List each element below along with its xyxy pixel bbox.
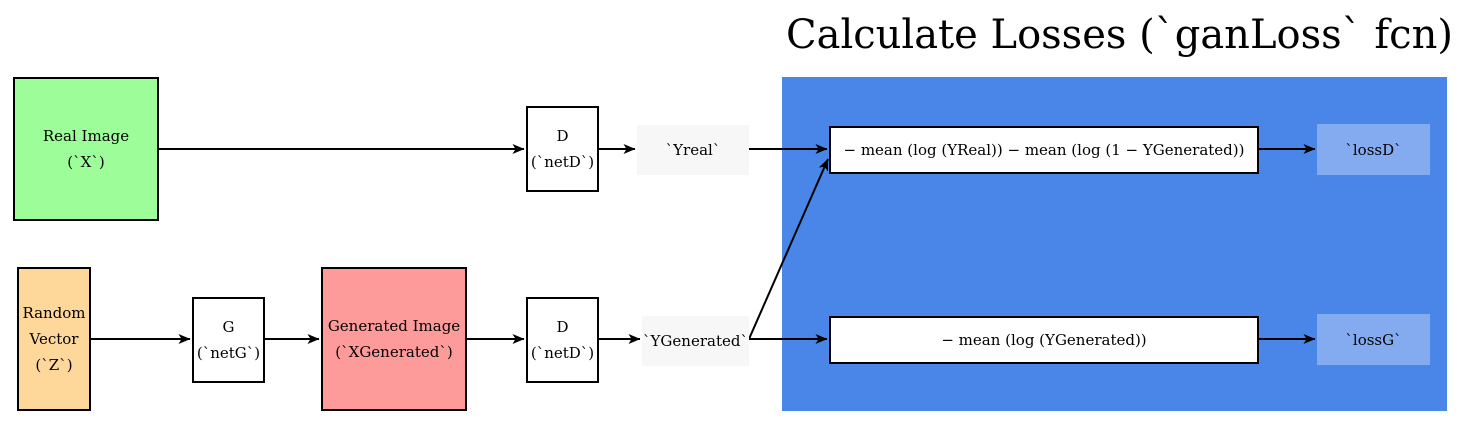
discriminator-real-box: D (`netD`) [526,106,599,192]
real-image-box-line: Real Image [42,127,130,145]
y-real-label: `Yreal` [637,125,749,175]
generated-image-box-line: Generated Image [327,317,461,335]
loss-g-output: `lossG` [1317,314,1430,365]
y-generated-label-line: `YGenerated` [643,332,748,350]
generator-loss-formula-box: − mean (log (YGenerated)) [829,316,1259,364]
discriminator-real-box-line: (`netD`) [530,153,595,171]
real-image-box: Real Image (`X`) [13,77,159,221]
loss-g-output-line: `lossG` [1345,330,1402,349]
random-vector-box-line: (`Z`) [35,356,73,374]
discriminator-loss-formula-box: − mean (log (YReal)) − mean (log (1 − YG… [829,126,1259,174]
random-vector-box-line: Vector [29,330,79,348]
discriminator-generated-box-line: D [556,318,569,336]
y-generated-label: `YGenerated` [642,316,749,366]
generated-image-box-line: (`XGenerated`) [335,343,453,361]
generator-loss-formula-box-line: − mean (log (YGenerated)) [941,331,1147,349]
generated-image-box: Generated Image (`XGenerated`) [321,267,467,411]
y-real-label-line: `Yreal` [665,141,721,159]
discriminator-real-box-line: D [556,127,569,145]
discriminator-generated-box: D (`netD`) [526,297,599,383]
loss-d-output-line: `lossD` [1345,140,1402,159]
generator-box-line: G [222,318,235,336]
generator-box: G (`netG`) [192,297,265,383]
real-image-box-line: (`X`) [67,153,105,171]
discriminator-loss-formula-box-line: − mean (log (YReal)) − mean (log (1 − YG… [843,141,1245,159]
diagram-title: Calculate Losses (`ganLoss` fcn) [786,12,1453,58]
generator-box-line: (`netG`) [196,344,261,362]
random-vector-box-line: Random [22,304,86,322]
discriminator-generated-box-line: (`netD`) [530,344,595,362]
arrow-y-generated-to-loss-d [748,158,829,340]
loss-d-output: `lossD` [1317,124,1430,175]
